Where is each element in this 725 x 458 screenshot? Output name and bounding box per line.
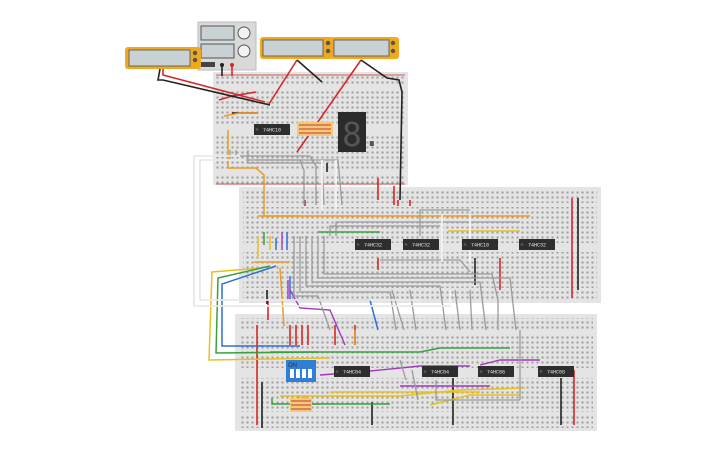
chip-label: 74HC08 [547,370,565,376]
chip-mid-2[interactable]: 74HC32 [403,239,439,250]
resistor-bank-top[interactable] [297,122,333,136]
chip-body[interactable] [462,239,498,250]
chip-label: 74HC10 [471,243,489,249]
dip-switch[interactable]: ON [286,360,316,382]
chip-notch [255,128,259,131]
chip-notch [539,370,543,373]
chip-label: 74HC04 [343,370,361,376]
chip-notch [335,370,339,373]
chip-body[interactable] [519,239,555,250]
multimeter-right[interactable] [331,37,399,59]
power-supply[interactable] [197,21,257,71]
chip-label: 74HC32 [528,243,546,249]
wires-yellow[interactable] [208,230,526,406]
chip-body[interactable] [478,366,514,377]
multimeter-left[interactable] [125,47,201,69]
chip-notch [423,370,427,373]
chip-mid-4[interactable]: 74HC32 [519,239,555,250]
chip-label: 74HC04 [431,370,449,376]
chip-notch [520,243,524,246]
dip-switch-label: ON [288,363,297,369]
chip-mid-3[interactable]: 74HC10 [462,239,498,250]
chip-bot-4[interactable]: 74HC08 [538,366,574,377]
chip-body[interactable] [538,366,574,377]
chip-label: 74HC08 [487,370,505,376]
chip-notch [463,243,467,246]
chip-body[interactable] [355,239,391,250]
chip-body[interactable] [422,366,458,377]
chip-label: 74HC10 [263,128,281,134]
chip-label: 74HC32 [364,243,382,249]
seven-segment-digit: 8. [342,115,382,154]
chip-top[interactable]: 74HC10 [254,124,290,135]
chip-bot-3[interactable]: 74HC08 [478,366,514,377]
wires-gray[interactable] [229,150,521,401]
breadboard-top[interactable] [213,72,408,185]
wires-green[interactable] [215,231,510,405]
multimeter-center[interactable] [260,37,334,59]
seven-segment-display: 8. [338,112,382,154]
chip-body[interactable] [254,124,290,135]
chip-mid-1[interactable]: 74HC32 [355,239,391,250]
chip-notch [404,243,408,246]
resistor-bank-bottom[interactable] [290,398,312,412]
chip-body[interactable] [334,366,370,377]
chip-label: 74HC32 [412,243,430,249]
ic-chips[interactable]: 74HC10 74HC32 74HC32 74HC10 74HC32 74HC04 74HC… [254,124,574,377]
wires-orange[interactable] [223,112,530,410]
chip-body[interactable] [403,239,439,250]
chip-notch [356,243,360,246]
chip-bot-2[interactable]: 74HC04 [422,366,458,377]
chip-bot-1[interactable]: 74HC04 [334,366,370,377]
chip-notch [479,370,483,373]
